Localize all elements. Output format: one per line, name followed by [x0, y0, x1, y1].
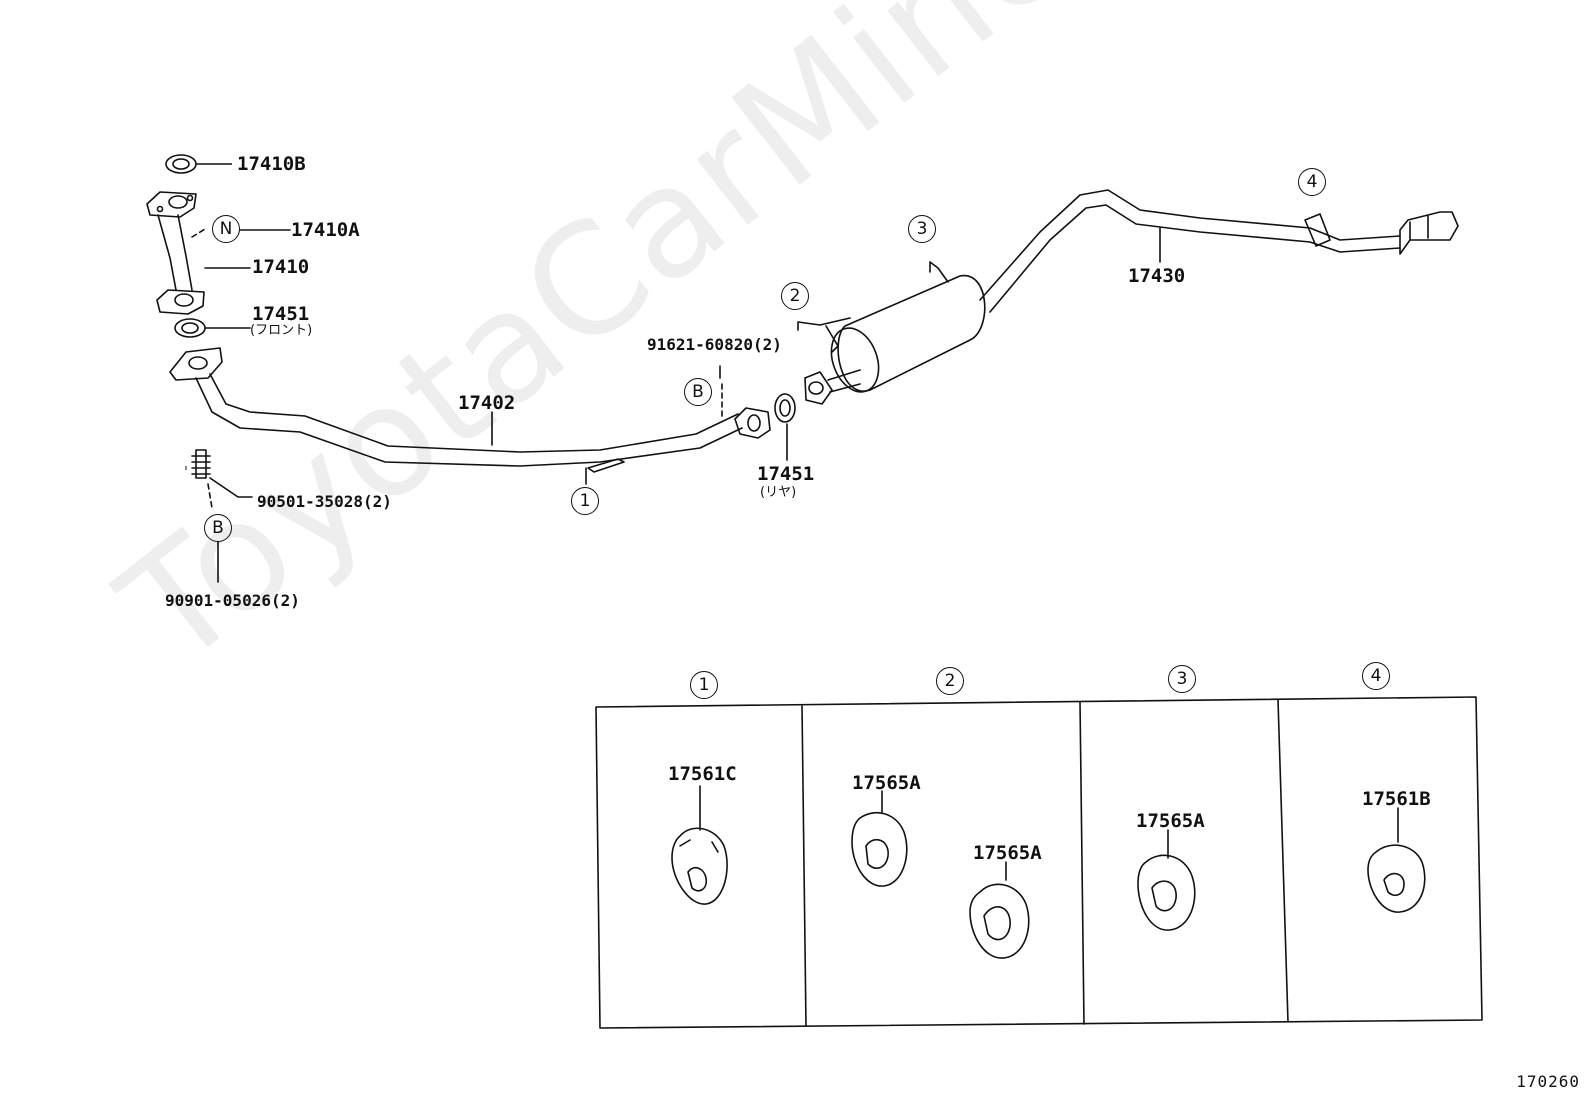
- gasket-17410b: [165, 154, 197, 174]
- table-part-17565a-1: 17565A: [852, 772, 921, 794]
- exhaust-pipe-17402: [169, 347, 771, 473]
- table-part-17561c: 17561C: [668, 763, 737, 785]
- table-part-17561b: 17561B: [1362, 788, 1431, 810]
- hanger-17565a-3: [1137, 829, 1196, 931]
- table-header-1: 1: [690, 671, 718, 699]
- front-pipe-17410: [146, 191, 205, 315]
- table-part-17565a-3: 17565A: [1136, 810, 1205, 832]
- part-label-90501: 90501-35028(2): [257, 492, 392, 511]
- part-label-17451-rear: 17451: [757, 463, 815, 485]
- marker-n: N: [212, 215, 240, 243]
- part-note-rear: (リヤ): [760, 485, 797, 500]
- part-note-front: (フロント): [250, 323, 313, 338]
- part-label-17410: 17410: [252, 256, 310, 278]
- hanger-17561c: [671, 785, 728, 905]
- marker-3-diagram: 3: [908, 215, 936, 243]
- part-label-17402: 17402: [458, 392, 516, 414]
- gasket-17451-rear: [774, 393, 796, 423]
- part-label-17410a: 17410A: [291, 219, 360, 241]
- marker-b-right: B: [684, 378, 712, 406]
- table-header-3: 3: [1168, 665, 1196, 693]
- diagram-reference-number: 170260: [1516, 1072, 1580, 1091]
- bolt-90501: [191, 449, 211, 479]
- part-label-90901: 90901-05026(2): [165, 591, 300, 610]
- hanger-17565a-2b: [969, 861, 1030, 959]
- gasket-17451-front: [174, 318, 206, 338]
- table-header-2: 2: [936, 667, 964, 695]
- table-header-4: 4: [1362, 662, 1390, 690]
- part-label-17451-front: 17451: [252, 303, 310, 325]
- hanger-17565a-2a: [851, 790, 908, 887]
- marker-1-diagram: 1: [571, 487, 599, 515]
- muffler-17430: [797, 189, 1459, 405]
- part-label-17430: 17430: [1128, 265, 1186, 287]
- part-label-17410b: 17410B: [237, 153, 306, 175]
- part-label-91621: 91621-60820(2): [647, 335, 782, 354]
- marker-4-diagram: 4: [1298, 168, 1326, 196]
- marker-2-diagram: 2: [781, 282, 809, 310]
- hanger-table: [595, 696, 1483, 1029]
- hanger-17561b: [1367, 807, 1426, 913]
- marker-b-left: B: [204, 514, 232, 542]
- table-part-17565a-2: 17565A: [973, 842, 1042, 864]
